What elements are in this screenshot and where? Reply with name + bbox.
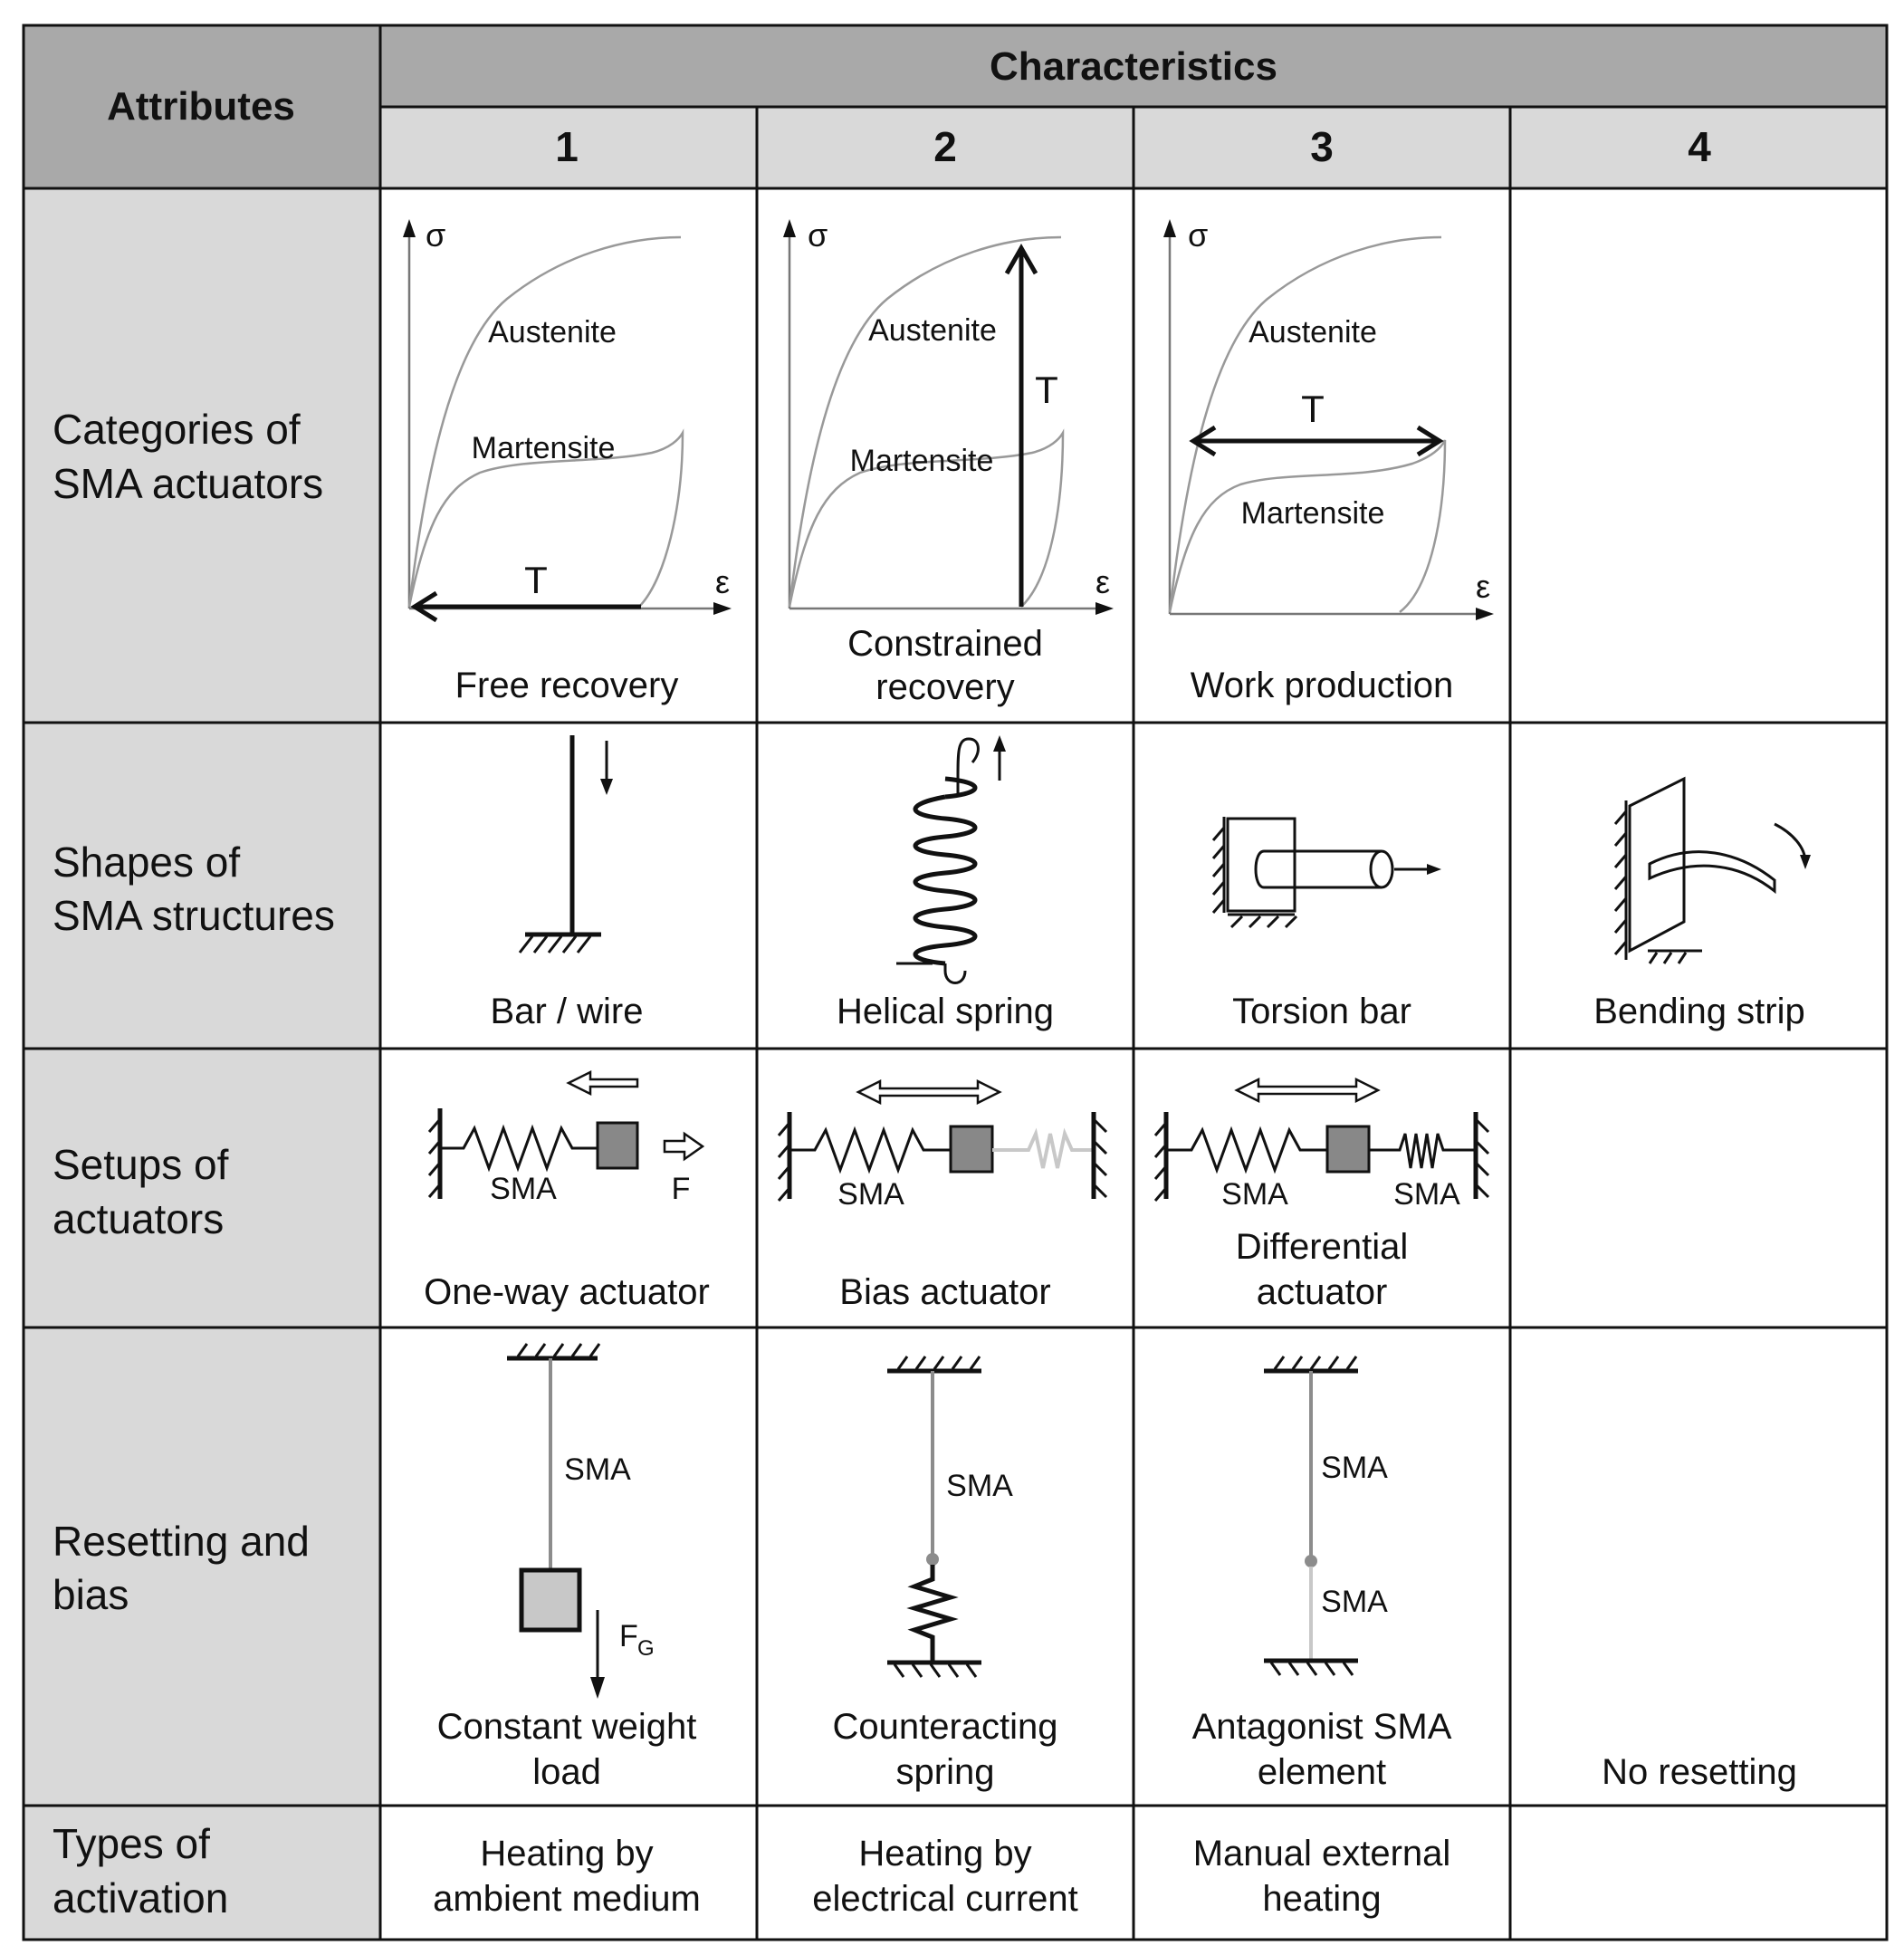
- attribute-categories-line2: SMA actuators: [53, 460, 323, 507]
- caption-weight-line1: Constant weight: [437, 1707, 697, 1747]
- epsilon-label: ε: [715, 563, 730, 600]
- attribute-categories-line1: Categories of: [53, 406, 301, 453]
- caption-no-resetting: No resetting: [1602, 1752, 1797, 1792]
- attribute-resetting-line1: Resetting and: [53, 1518, 310, 1565]
- sma-label: SMA: [946, 1469, 1013, 1503]
- differential-actuator-icon: SMA SMA: [1153, 1077, 1490, 1212]
- caption-torsion-bar: Torsion bar: [1232, 992, 1411, 1031]
- caption-antagonist-line2: element: [1258, 1752, 1386, 1792]
- martensite-label: Martensite: [472, 431, 616, 465]
- attribute-setups-line1: Setups of: [53, 1141, 229, 1188]
- caption-constrained-line1: Constrained: [847, 624, 1043, 664]
- epsilon-label: ε: [1476, 568, 1490, 605]
- caption-manual-line2: heating: [1262, 1879, 1381, 1919]
- caption-spring-line1: Counteracting: [832, 1707, 1057, 1747]
- attribute-activation-line1: Types of: [53, 1820, 210, 1867]
- helical-spring-icon: [896, 735, 1006, 984]
- caption-helical-spring: Helical spring: [837, 992, 1054, 1031]
- constant-weight-icon: SMA F G: [507, 1343, 655, 1699]
- austenite-label: Austenite: [868, 313, 997, 348]
- sma-label: SMA: [564, 1452, 631, 1487]
- sigma-label: σ: [426, 216, 445, 254]
- caption-one-way: One-way actuator: [424, 1272, 710, 1312]
- caption-constrained-line2: recovery: [875, 667, 1014, 707]
- force-subscript: G: [637, 1636, 655, 1661]
- attributes-header-bg: [24, 25, 380, 188]
- martensite-label: Martensite: [1241, 496, 1385, 531]
- attributes-header: Attributes: [107, 84, 295, 129]
- caption-ambient-line2: ambient medium: [433, 1879, 701, 1919]
- force-label: F: [619, 1619, 638, 1653]
- force-label: F: [672, 1172, 691, 1206]
- column-number-2: 2: [933, 123, 957, 170]
- caption-bias: Bias actuator: [839, 1272, 1050, 1312]
- attribute-resetting-line2: bias: [53, 1571, 129, 1618]
- free-recovery-diagram: σ ε Austenite Martensite T: [403, 216, 732, 623]
- one-way-actuator-icon: SMA F: [427, 1069, 705, 1206]
- counteracting-spring-icon: SMA: [887, 1356, 1013, 1678]
- caption-weight-line2: load: [532, 1752, 601, 1792]
- column-number-3: 3: [1310, 123, 1334, 170]
- column-number-4: 4: [1688, 123, 1711, 170]
- caption-antagonist-line1: Antagonist SMA: [1192, 1707, 1452, 1747]
- bending-strip-icon: [1613, 776, 1811, 964]
- caption-differential-line1: Differential: [1236, 1227, 1408, 1267]
- temperature-label: T: [524, 559, 548, 601]
- bias-actuator-icon: SMA: [777, 1078, 1108, 1212]
- caption-bar-wire: Bar / wire: [491, 992, 644, 1031]
- caption-electrical-line2: electrical current: [812, 1879, 1077, 1919]
- sma-bottom-label: SMA: [1321, 1585, 1388, 1619]
- caption-spring-line2: spring: [896, 1752, 995, 1792]
- sigma-label: σ: [808, 216, 828, 254]
- caption-manual-line1: Manual external: [1193, 1834, 1451, 1874]
- characteristics-header: Characteristics: [990, 44, 1277, 89]
- sigma-label: σ: [1188, 216, 1208, 254]
- torsion-bar-icon: [1211, 817, 1441, 929]
- caption-electrical-line1: Heating by: [858, 1834, 1031, 1874]
- martensite-label: Martensite: [850, 444, 994, 478]
- column-number-1: 1: [555, 123, 579, 170]
- sma-label: SMA: [490, 1172, 557, 1206]
- table-grid: [22, 24, 1889, 1941]
- work-production-diagram: σ ε Austenite Martensite T: [1163, 216, 1494, 620]
- characteristics-header-bg: [380, 25, 1887, 107]
- attribute-activation-line2: activation: [53, 1874, 228, 1921]
- temperature-label: T: [1035, 369, 1058, 411]
- attribute-setups-line2: actuators: [53, 1195, 224, 1242]
- caption-differential-line2: actuator: [1257, 1272, 1388, 1312]
- austenite-label: Austenite: [488, 315, 617, 350]
- antagonist-sma-icon: SMA SMA: [1264, 1356, 1388, 1676]
- sma-label: SMA: [837, 1177, 904, 1212]
- caption-bending-strip: Bending strip: [1593, 992, 1804, 1031]
- sma-top-label: SMA: [1321, 1451, 1388, 1485]
- epsilon-label: ε: [1096, 563, 1110, 600]
- constrained-recovery-diagram: σ ε Austenite Martensite T: [783, 216, 1114, 615]
- bar-wire-icon: [518, 735, 613, 954]
- caption-ambient-line1: Heating by: [480, 1834, 653, 1874]
- attribute-shapes-line2: SMA structures: [53, 892, 335, 939]
- austenite-label: Austenite: [1249, 315, 1377, 350]
- sma-left-label: SMA: [1221, 1177, 1288, 1212]
- sma-right-label: SMA: [1393, 1177, 1460, 1212]
- attribute-shapes-line1: Shapes of: [53, 839, 240, 886]
- caption-free-recovery: Free recovery: [455, 666, 679, 705]
- caption-work-production: Work production: [1191, 666, 1454, 705]
- attribute-column-bg: [24, 188, 380, 1940]
- temperature-label: T: [1301, 388, 1325, 430]
